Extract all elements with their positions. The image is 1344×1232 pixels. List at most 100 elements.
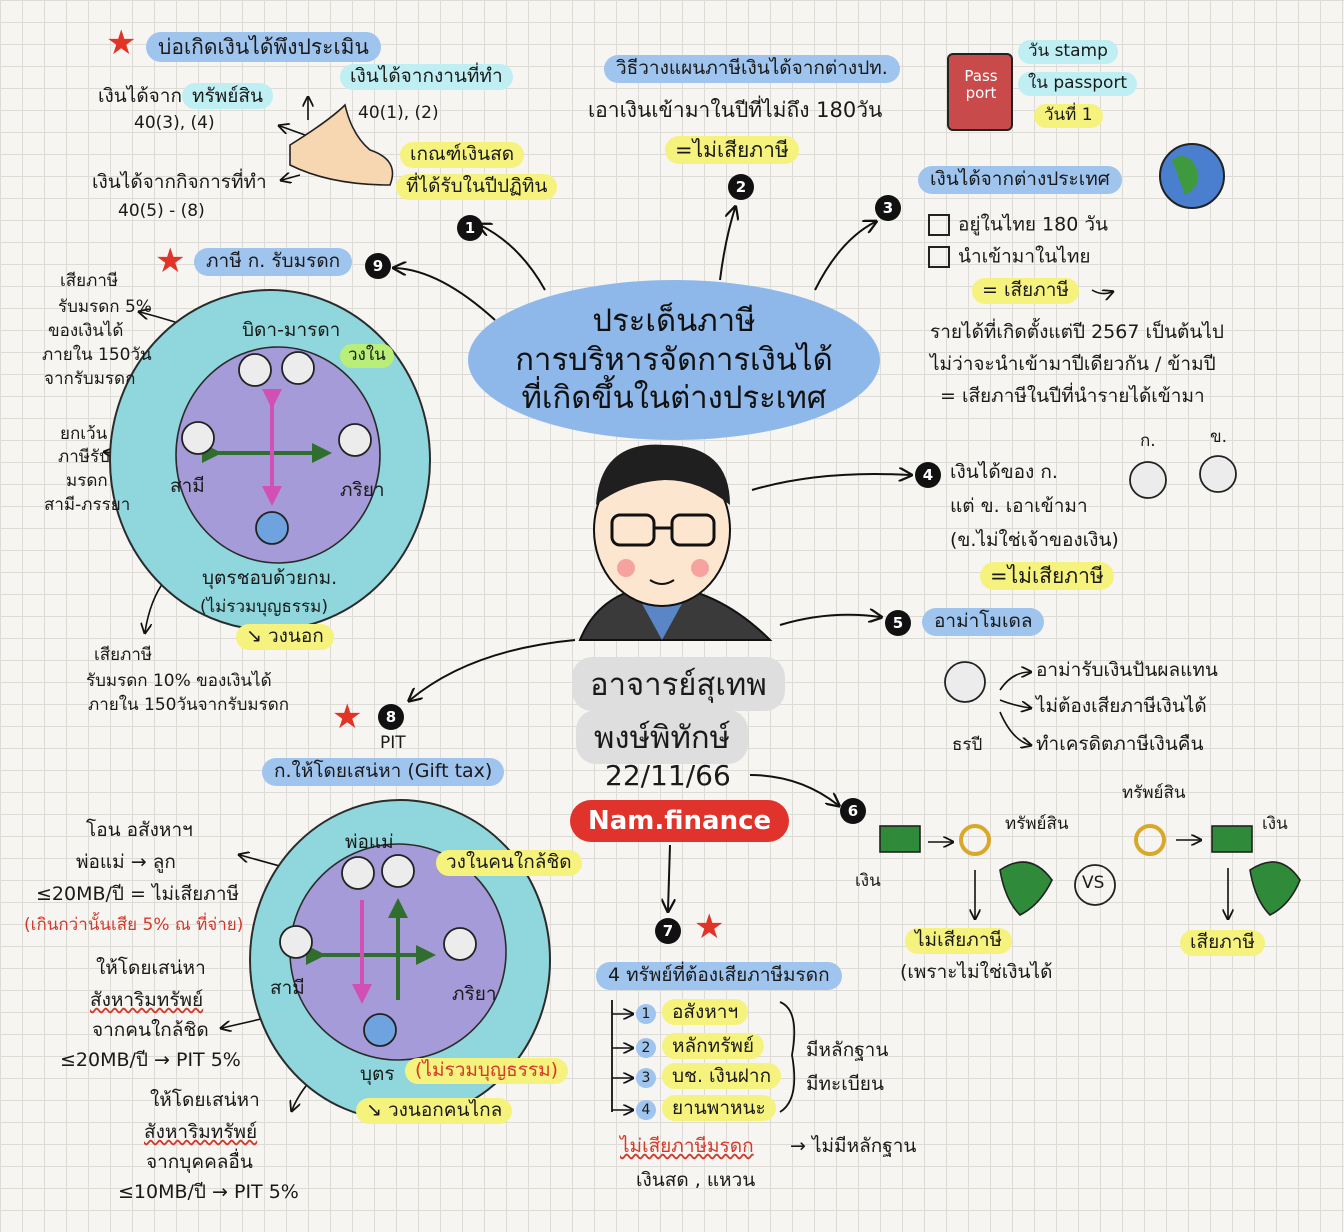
section6-left-reason: (เพราะไม่ใช่เงินได้ xyxy=(900,961,1053,983)
section1-employment-label: เงินได้จากงานที่ทำ xyxy=(340,64,513,90)
section9-parents: บิดา-มารดา xyxy=(242,319,341,341)
brand-badge: Nam.finance xyxy=(570,800,790,842)
section3-check2: นำเข้ามาในไทย xyxy=(928,246,1090,268)
item4-label: ยานพาหนะ xyxy=(662,1095,776,1121)
section8-gift-other-2: สังหาริมทรัพย์ xyxy=(144,1121,258,1143)
section9-exempt-2: รับมรดก 5% xyxy=(58,297,152,317)
hand-drawing xyxy=(289,103,394,186)
section5-line2: ไม่ต้องเสียภาษีเงินได้ xyxy=(1036,695,1207,717)
section9-waive-1: ยกเว้น xyxy=(60,424,108,444)
section9-number: 9 xyxy=(365,253,391,279)
section5-line3: ทำเครดิตภาษีเงินคืน xyxy=(1036,733,1204,755)
section5-number: 5 xyxy=(885,610,911,636)
section3-title: เงินได้จากต่างประเทศ xyxy=(918,166,1122,194)
section4-line3: (ข.ไม่ใช่เจ้าของเงิน) xyxy=(950,529,1119,551)
section9-waive-3: มรดก xyxy=(66,471,108,491)
section1-asset-prefix: เงินได้จาก xyxy=(98,85,182,107)
section8-child: บุตร xyxy=(360,1063,395,1085)
section4-line2: แต่ ข. เอาเข้ามา xyxy=(950,495,1088,517)
section1-business-sections: 40(5) - (8) xyxy=(118,201,205,221)
section9-exempt-4: ภายใน 150วัน xyxy=(42,345,152,365)
section8-title: ก.ให้โดยเสน่หา (Gift tax) xyxy=(262,758,505,786)
section3-note1: รายได้ที่เกิดตั้งแต่ปี 2567 เป็นต้นไป xyxy=(930,321,1224,343)
author-name-first: อาจารย์สุเทพ xyxy=(572,657,785,711)
section8-spouse-left: สามี xyxy=(270,977,305,999)
section2-title: วิธีวางแผนภาษีเงินได้จากต่างปท. xyxy=(604,55,900,83)
section9-outer-tax-1: เสียภาษี xyxy=(94,645,153,665)
section9-waive-4: สามี-ภรรยา xyxy=(44,495,131,515)
section3-note3: = เสียภาษีในปีที่นำรายได้เข้ามา xyxy=(940,385,1205,407)
section4-line1: เงินได้ของ ก. xyxy=(950,461,1058,483)
section8-outer-circle: ↘ วงนอกคนไกล xyxy=(356,1098,513,1124)
central-topic-line-2: การบริหารจัดการเงินได้ xyxy=(515,341,833,378)
section6-number: 6 xyxy=(840,798,866,824)
central-topic-line-1: ประเด็นภาษี xyxy=(592,302,756,339)
section8-gift-close-1: ให้โดยเสน่หา xyxy=(96,957,206,979)
person-b-label: ข. xyxy=(1210,427,1228,447)
section7-title: 4 ทรัพย์ที่ต้องเสียภาษีมรดก xyxy=(596,962,842,990)
section8-gift-close-3: จากคนใกล้ชิด xyxy=(92,1019,209,1041)
passport-label: Pass port xyxy=(964,67,998,103)
passport-drawing xyxy=(947,53,1013,131)
section6-money-label: เงิน xyxy=(855,871,881,891)
teacher-portrait xyxy=(578,444,773,641)
section8-child-note: (ไม่รวมบุญธรรม) xyxy=(405,1058,569,1084)
section1-cash-basis-1: เกณฑ์เงินสด xyxy=(400,142,525,168)
section9-title: ภาษี ก. รับมรดก xyxy=(194,248,353,276)
section7-item-4: 4 ยานพาหนะ xyxy=(636,1095,776,1121)
star-icon: ★ xyxy=(106,23,137,63)
section8-gift-other-4: ≤10MB/ปี → PIT 5% xyxy=(118,1181,299,1203)
money-ring-land-drawings xyxy=(879,824,1301,916)
section8-number: 8 xyxy=(378,704,404,730)
section3-note2: ไม่ว่าจะนำเข้ามาปีเดียวกัน / ข้ามปี xyxy=(930,353,1216,375)
section8-gift-other-3: จากบุคคลอื่น xyxy=(146,1151,253,1173)
section9-exempt-3: ของเงินได้ xyxy=(48,321,124,341)
section7-not-taxed-items: เงินสด , แหวน xyxy=(636,1169,756,1191)
section7-evidence1: มีหลักฐาน xyxy=(806,1039,889,1061)
section5-caption: ธรปี xyxy=(952,735,983,755)
section1-asset-sections: 40(3), (4) xyxy=(134,113,215,133)
section8-pit: PIT xyxy=(380,733,406,753)
author-name-last: พงษ์พิทักษ์ xyxy=(576,710,749,764)
section9-spouse-right: ภริยา xyxy=(340,479,385,501)
section6-right-result: เสียภาษี xyxy=(1180,930,1265,956)
date-label: 22/11/66 xyxy=(605,759,731,792)
section7-evidence2: มีทะเบียน xyxy=(806,1073,884,1095)
section2-stamp-3: วันที่ 1 xyxy=(1034,104,1103,128)
section4-result: =ไม่เสียภาษี xyxy=(980,562,1114,591)
section6-right-asset: ทรัพย์สิน xyxy=(1122,783,1186,803)
item2-number: 2 xyxy=(636,1038,656,1058)
section8-spouse-right: ภริยา xyxy=(452,983,497,1005)
section9-waive-2: ภาษีรับ xyxy=(58,447,110,467)
section9-outer: ↘ วงนอก xyxy=(236,624,334,650)
section3-check1: อยู่ในไทย 180 วัน xyxy=(928,214,1108,236)
section7-not-taxed-reason: → ไม่มีหลักฐาน xyxy=(790,1135,917,1157)
section4-number: 4 xyxy=(915,462,941,488)
section6-asset-label: ทรัพย์สิน xyxy=(1005,814,1069,834)
section6-left-result: ไม่เสียภาษี xyxy=(905,928,1013,954)
section8-transfer-line3: ≤20MB/ปี = ไม่เสียภาษี xyxy=(36,883,240,905)
section1-number: 1 xyxy=(457,215,483,241)
section8-transfer-line2: พ่อแม่ → ลูก xyxy=(76,851,176,873)
item3-label: บช. เงินฝาก xyxy=(662,1063,782,1089)
item4-number: 4 xyxy=(636,1100,656,1120)
section8-transfer-title: โอน อสังหาฯ xyxy=(86,819,193,841)
section1-title: บ่อเกิดเงินได้พึงประเมิน xyxy=(146,32,381,63)
section1-employment-sections: 40(1), (2) xyxy=(358,103,439,123)
section1-asset-highlight: ทรัพย์สิน xyxy=(181,83,273,109)
section1-business-label: เงินได้จากกิจการที่ทำ xyxy=(92,171,267,193)
section1-cash-basis-2: ที่ได้รับในปีปฏิทิน xyxy=(396,174,558,200)
section6-vs: VS xyxy=(1082,873,1105,893)
section2-stamp-2: ใน passport xyxy=(1018,72,1138,96)
section2-line1: เอาเงินเข้ามาในปีที่ไม่ถึง 180วัน xyxy=(588,98,883,122)
section9-outer-tax-3: ภายใน 150วันจากรับมรดก xyxy=(88,695,290,715)
section5-title: อาม่าโมเดล xyxy=(922,608,1045,636)
section9-child: บุตรชอบด้วยกม. xyxy=(202,567,338,589)
person-a-label: ก. xyxy=(1140,431,1156,451)
item1-number: 1 xyxy=(636,1004,656,1024)
section2-stamp-1: วัน stamp xyxy=(1018,40,1118,64)
section7-not-taxed: ไม่เสียภาษีมรดก xyxy=(620,1135,754,1157)
